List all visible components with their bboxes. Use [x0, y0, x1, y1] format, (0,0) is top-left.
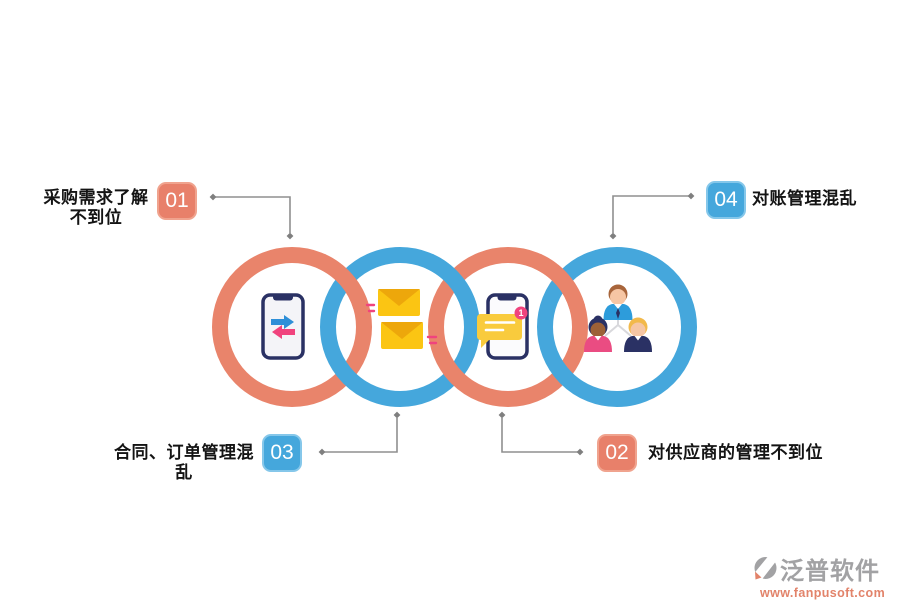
- ring-3: [428, 247, 588, 407]
- diamond-icon: [318, 448, 326, 456]
- person-top: [603, 284, 633, 320]
- phone-transfer-icon: [261, 293, 305, 360]
- weave-patch-1: [317, 253, 369, 310]
- badge-02: 02: [597, 434, 637, 472]
- person-right: [624, 317, 652, 352]
- ring-2: [320, 247, 480, 407]
- diamond-icon: [576, 448, 584, 456]
- diamond-icon: [393, 411, 401, 419]
- connector-lines: [213, 195, 691, 453]
- mail-send-icon: [365, 289, 438, 349]
- weave-patch-3: [533, 253, 585, 310]
- connector-02: [501, 418, 580, 453]
- watermark: 泛普软件 www.fanpusoft.com: [753, 551, 898, 600]
- problem-label-02: 对供应商的管理不到位: [648, 443, 823, 462]
- problem-label-03: 合同、订单管理混乱: [114, 443, 254, 482]
- ring-1: [212, 247, 372, 407]
- team-icon: [584, 284, 652, 352]
- notification-badge: [514, 306, 528, 320]
- badge-04: 04: [706, 181, 746, 219]
- problem-label-04: 对账管理混乱: [752, 189, 857, 208]
- connector-01: [213, 196, 291, 233]
- chain-rings: [212, 247, 697, 407]
- person-left: [584, 315, 612, 352]
- connector-03: [322, 418, 398, 453]
- brand-name: 泛普软件: [780, 558, 880, 585]
- badge-01: 01: [157, 182, 197, 220]
- weave-patch-2: [425, 253, 477, 310]
- problem-label-01: 采购需求了解不到位: [43, 188, 149, 227]
- ring-4: [537, 247, 697, 407]
- notification-count: 1: [518, 308, 523, 318]
- connector-diamonds: [209, 192, 695, 456]
- diamond-icon: [286, 232, 294, 240]
- brand-url: www.fanpusoft.com: [760, 586, 886, 600]
- diamond-icon: [209, 193, 217, 201]
- diamond-icon: [498, 411, 506, 419]
- diamond-icon: [687, 192, 695, 200]
- phone-chat-icon: 1: [477, 293, 529, 360]
- brand-logo-icon: [753, 555, 777, 582]
- connector-04: [612, 195, 691, 233]
- diamond-icon: [609, 232, 617, 240]
- badge-03: 03: [262, 434, 302, 472]
